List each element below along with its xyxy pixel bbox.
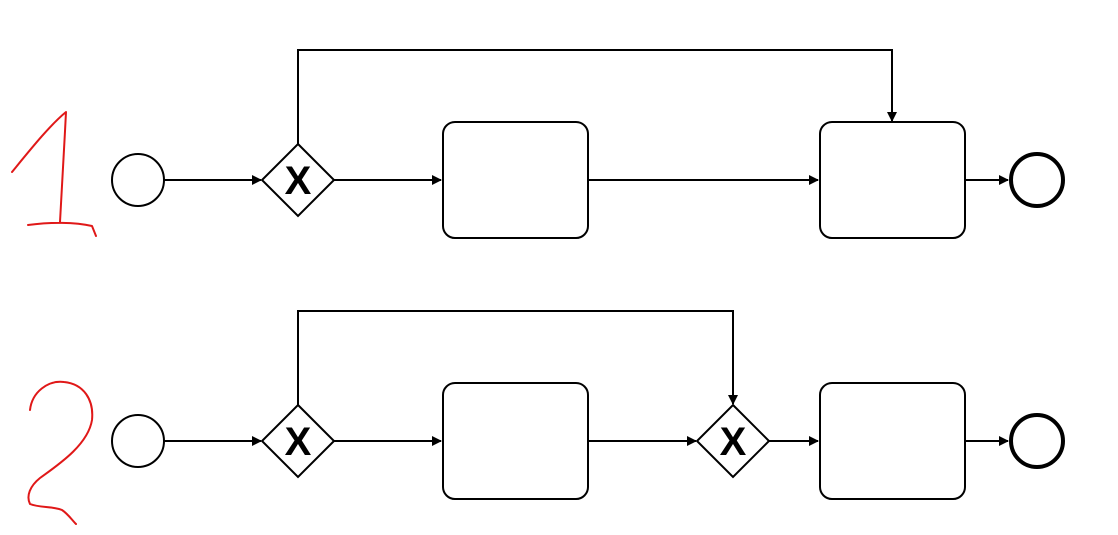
row-1-annotation (11, 111, 97, 237)
row-2-gateway-2-x-marker: X (720, 420, 747, 464)
process-row-2: 2 X X (27, 310, 1065, 525)
process-row-1: 1 X (11, 49, 1065, 239)
row-2-annotation (27, 380, 94, 525)
row-1-exclusive-gateway[interactable]: X (260, 142, 336, 218)
row-1-gateway-x-marker: X (285, 159, 312, 203)
row-1-end-event[interactable] (1009, 152, 1065, 208)
row-1-flow-gateway-bypass[interactable] (297, 49, 897, 144)
row-2-task-1[interactable] (442, 382, 589, 500)
row-2-flow-gateway-bypass[interactable] (297, 310, 738, 405)
row-2-end-event[interactable] (1009, 413, 1065, 469)
row-2-gateway-1-x-marker: X (285, 420, 312, 464)
row-1-task-2[interactable] (819, 121, 966, 239)
row-2-exclusive-gateway-1[interactable]: X (260, 403, 336, 479)
row-2-start-event[interactable] (111, 414, 165, 468)
row-1-start-event[interactable] (111, 153, 165, 207)
row-2-task-2[interactable] (819, 382, 966, 500)
row-2-exclusive-gateway-2[interactable]: X (695, 403, 771, 479)
row-1-task-1[interactable] (442, 121, 589, 239)
